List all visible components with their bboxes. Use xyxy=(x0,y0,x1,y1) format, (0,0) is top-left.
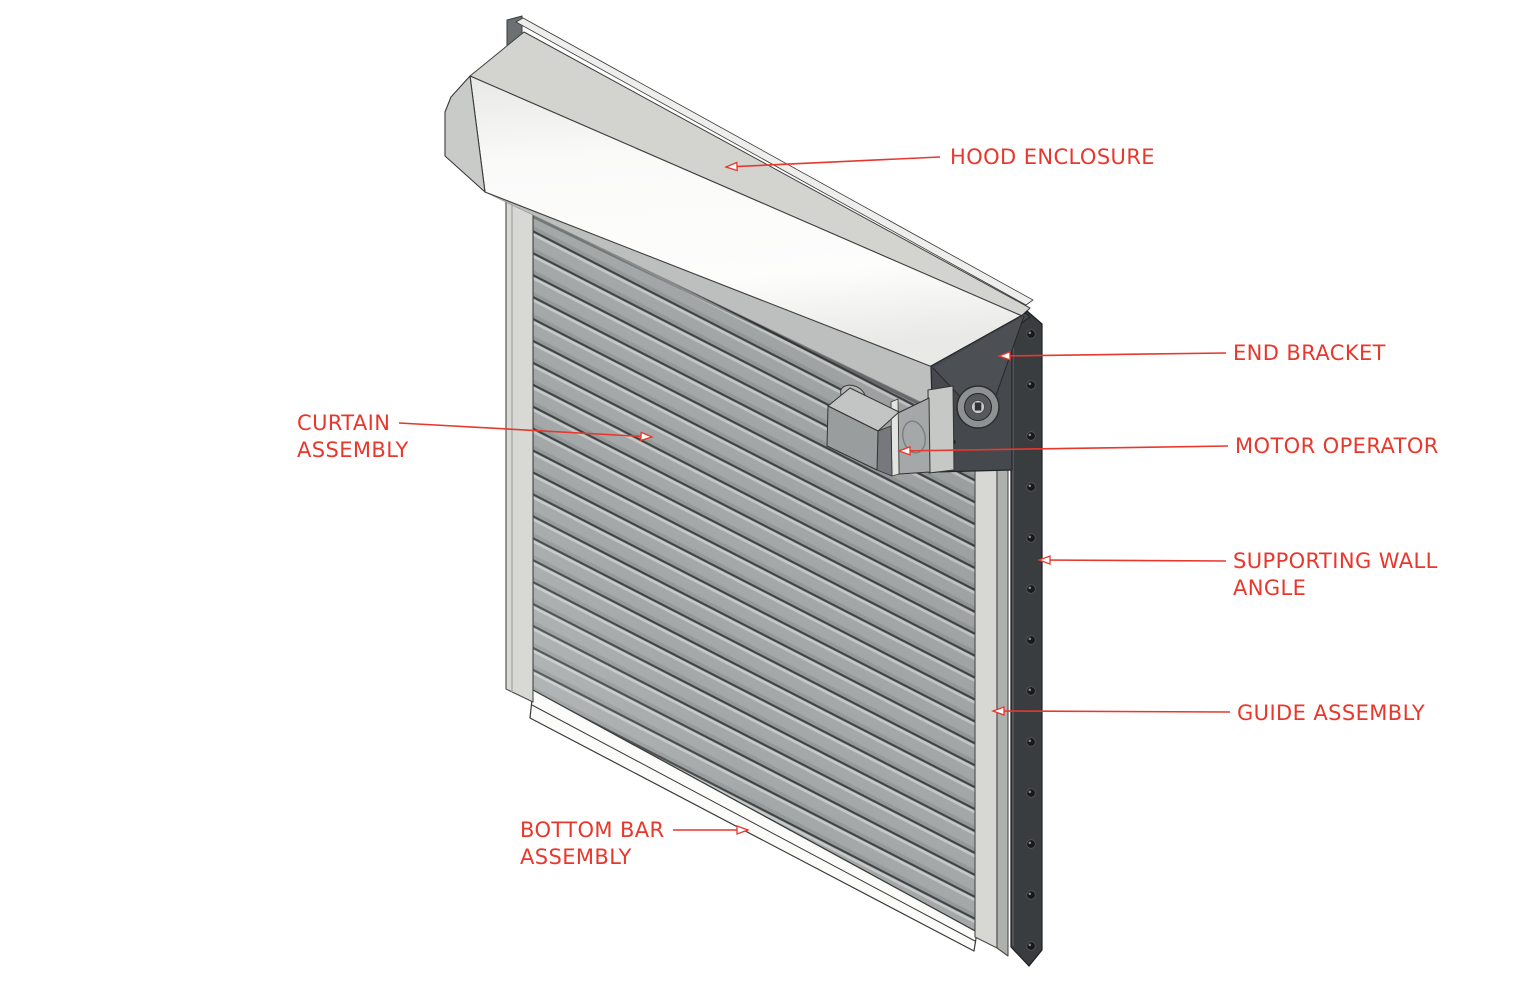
left-guide-drawing xyxy=(505,199,534,703)
label-curtain-assembly: CURTAIN ASSEMBLY xyxy=(297,411,409,462)
label-guide-assembly: GUIDE ASSEMBLY xyxy=(1237,701,1426,725)
motor-operator-drawing xyxy=(826,384,955,477)
arrow-end-bracket xyxy=(997,350,1227,361)
arrow-motor-operator xyxy=(897,445,1229,456)
label-bottom-bar-assembly: BOTTOM BAR ASSEMBLY xyxy=(520,818,665,869)
supporting-wall-angle-drawing xyxy=(1010,310,1043,967)
label-end-bracket: END BRACKET xyxy=(1233,341,1386,365)
guide-assembly-drawing xyxy=(974,423,1009,957)
arrow-curtain-assembly xyxy=(398,422,654,442)
bracket-hub xyxy=(950,385,1000,445)
label-hood-enclosure: HOOD ENCLOSURE xyxy=(950,145,1155,169)
curtain-assembly-drawing xyxy=(532,212,978,934)
wall-angle-bolt-holes xyxy=(1026,329,1036,951)
arrow-supporting-wall-angle xyxy=(1037,555,1227,565)
label-supporting-wall-angle: SUPPORTING WALL ANGLE xyxy=(1233,549,1438,600)
bottom-bar-assembly-drawing xyxy=(529,689,978,952)
arrow-hood-enclosure xyxy=(724,156,941,172)
label-motor-operator: MOTOR OPERATOR xyxy=(1235,434,1439,458)
annotation-arrows xyxy=(398,156,1231,835)
hood-enclosure-drawing xyxy=(444,15,1034,430)
arrow-guide-assembly xyxy=(991,706,1231,716)
